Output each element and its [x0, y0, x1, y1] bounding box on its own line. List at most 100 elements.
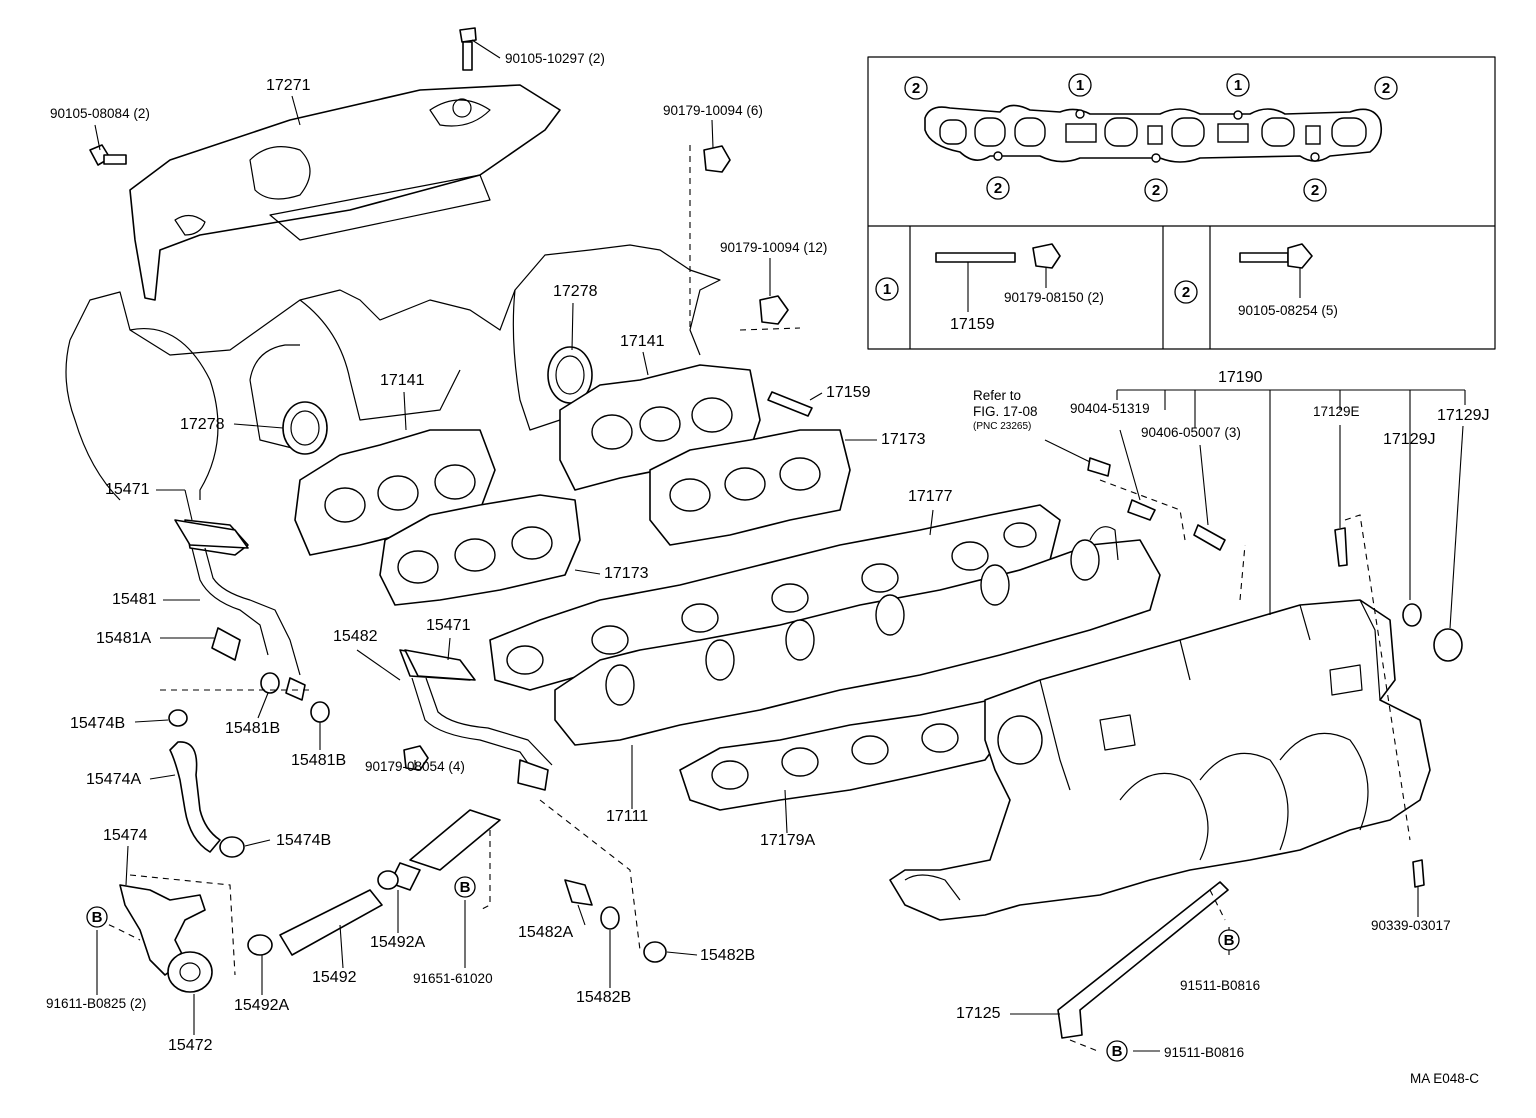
marker-circle-m1 — [904, 76, 928, 100]
water-outlet-15474 — [119, 884, 213, 993]
leader-lines — [94, 39, 1466, 1052]
callout-c23: 90179-08054 (4) — [365, 759, 465, 774]
stud-17159-right — [767, 391, 813, 417]
gasket-15471-right — [404, 649, 476, 681]
gasket-17173-left — [379, 494, 581, 606]
callout-c09: 17159 — [826, 384, 871, 401]
callout-c04: 90179-10094 (6) — [663, 103, 763, 118]
callout-c25: 15474 — [103, 827, 148, 844]
gasket-15482B-a — [600, 906, 620, 930]
callout-c10: 17278 — [180, 416, 225, 433]
callout-c34: 15482B — [700, 947, 755, 964]
b-marker-1: B — [92, 909, 103, 926]
bolt-90406-05007 — [1193, 524, 1226, 551]
callout-c21: 15481B — [291, 752, 346, 769]
callout-c49: 90105-08254 (5) — [1238, 303, 1338, 318]
refer-line2: FIG. 17-08 — [973, 404, 1038, 419]
callout-c33: 15492A — [234, 997, 289, 1014]
stay-17125 — [1057, 881, 1229, 1039]
callout-c02: 17271 — [266, 77, 311, 94]
callout-c36: 15472 — [168, 1037, 213, 1054]
nut-90179-10094-top — [703, 145, 731, 173]
bolt-90404-51319 — [1127, 499, 1156, 521]
figure-code: MA E048-C — [1410, 1071, 1479, 1086]
gasket-17278-left — [282, 401, 328, 455]
callout-c07: 17141 — [620, 333, 665, 350]
callout-c48: 90179-08150 (2) — [1004, 290, 1104, 305]
nut-90179-08054 — [403, 745, 429, 771]
refer-line3: (PNC 23265) — [973, 421, 1031, 432]
marker-m8: 1 — [883, 281, 891, 298]
intake-plenum-17190 — [889, 599, 1431, 921]
b-marker-3: B — [1224, 932, 1235, 949]
callout-c43: 17125 — [956, 1005, 1001, 1022]
bolt-refer — [1087, 457, 1111, 477]
fitting-17129E — [1334, 527, 1348, 567]
washer-15481B-a — [260, 672, 280, 694]
b-markers: B B B B — [86, 876, 1240, 1062]
marker-m9: 2 — [1182, 284, 1190, 301]
inset-stud-17159 — [935, 252, 1016, 263]
marker-circle-m7 — [1303, 178, 1327, 202]
callout-c22: 15474A — [86, 771, 141, 788]
circled-markers: 2 1 1 2 2 2 2 1 2 — [875, 73, 1398, 304]
b-circle-1 — [86, 906, 108, 928]
callout-c37: 17190 — [1218, 369, 1263, 386]
marker-m5: 2 — [994, 180, 1002, 197]
dashed-leaders — [98, 145, 1411, 1053]
callout-c35: 15482B — [576, 989, 631, 1006]
gasket-17278-right — [547, 346, 593, 404]
bolt-90105-10297 — [459, 27, 477, 71]
refer-note: Refer to FIG. 17-08 (PNC 23265) — [973, 388, 1038, 432]
clamp-15492A-top — [377, 870, 399, 890]
callout-c45: 91511-B0816 — [1164, 1045, 1244, 1060]
engine-cover-17271 — [129, 84, 561, 301]
plug-17129J-b — [1433, 628, 1463, 662]
b-circle-2 — [454, 876, 476, 898]
callout-c38: 90404-51319 — [1070, 401, 1150, 416]
screw-90339-03017 — [1412, 859, 1425, 888]
callout-c11: 17173 — [881, 431, 926, 448]
callout-c18: 15471 — [426, 617, 471, 634]
callout-c39: 17129E — [1313, 404, 1360, 419]
b-circle-3 — [1218, 929, 1240, 951]
gasket-17177 — [489, 504, 1061, 691]
callout-c24: 17111 — [606, 808, 648, 825]
marker-circle-m2 — [1068, 73, 1092, 97]
callout-c42: 17129J — [1383, 431, 1436, 448]
plug-17129J-a — [1402, 603, 1422, 627]
union-15482A — [564, 879, 593, 906]
marker-m3: 1 — [1234, 77, 1242, 94]
marker-m2: 1 — [1076, 77, 1084, 94]
marker-circle-m6 — [1144, 178, 1168, 202]
callout-c19: 15474B — [70, 715, 125, 732]
marker-circle-m9 — [1174, 280, 1198, 304]
clamp-15474B-top — [168, 709, 188, 727]
callout-c16: 15481A — [96, 630, 151, 647]
marker-m7: 2 — [1311, 182, 1319, 199]
callout-c28: 15492A — [370, 934, 425, 951]
callout-c03: 90105-08084 (2) — [50, 106, 150, 121]
marker-m4: 2 — [1382, 80, 1390, 97]
marker-circle-m8 — [875, 277, 899, 301]
inset-bolt — [1239, 252, 1289, 263]
gasket-17173-right — [649, 429, 851, 546]
callout-c14: 17173 — [604, 565, 649, 582]
marker-circle-m5 — [986, 176, 1010, 200]
marker-circle-m3 — [1226, 73, 1250, 97]
callout-c13: 17177 — [908, 488, 953, 505]
callout-labels: 90105-10297 (2) 17271 90105-08084 (2) 90… — [46, 51, 1490, 1060]
gasket-15471-left — [174, 519, 249, 549]
callout-c01: 90105-10297 (2) — [505, 51, 605, 66]
callout-c17: 15482 — [333, 628, 378, 645]
callout-c20: 15481B — [225, 720, 280, 737]
callout-c44: 91511-B0816 — [1180, 978, 1260, 993]
b-marker-4: B — [1112, 1043, 1123, 1060]
clamp-15492A-bottom — [247, 934, 273, 956]
clamp-15474B-bottom — [219, 836, 245, 858]
flange-17141-left — [294, 429, 496, 556]
gasket-17179A — [679, 699, 1001, 811]
callout-c31: 91651-61020 — [413, 971, 493, 986]
